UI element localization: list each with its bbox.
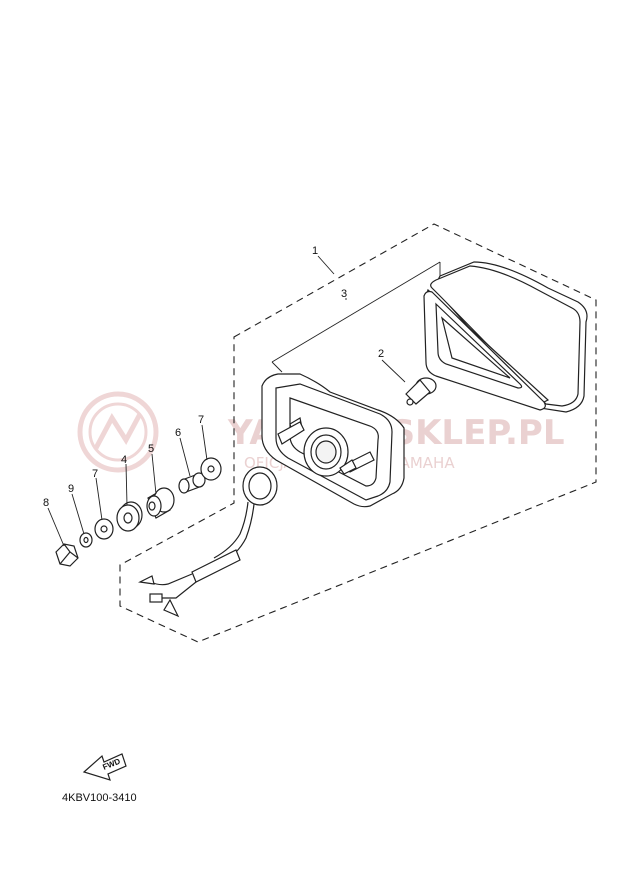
callout-3: 3 — [341, 288, 347, 300]
callout-4: 4 — [121, 454, 127, 466]
callout-9: 9 — [68, 483, 74, 495]
damper — [146, 487, 175, 519]
fwd-arrow-icon: FWD — [82, 753, 127, 781]
washer-lower — [94, 518, 114, 540]
tail-lens — [423, 261, 588, 413]
callout-8: 8 — [43, 497, 49, 509]
grommet — [178, 472, 206, 494]
callout-7-upper: 7 — [198, 414, 204, 426]
bulb — [405, 377, 437, 406]
callout-2: 2 — [378, 348, 384, 360]
callout-7-lower: 7 — [92, 468, 98, 480]
part-code: 4KBV100-3410 — [62, 792, 137, 804]
leader-lines — [47, 255, 441, 547]
callout-1: 1 — [312, 245, 318, 257]
lock-washer — [79, 532, 93, 548]
socket-harness — [138, 466, 278, 618]
tail-housing — [261, 373, 405, 508]
assembly-boundary — [119, 223, 597, 643]
cap-nut — [55, 543, 79, 567]
collar — [116, 501, 143, 532]
callout-6: 6 — [175, 427, 181, 439]
watermark-logo — [77, 391, 159, 473]
callout-5: 5 — [148, 443, 154, 455]
washer-upper — [200, 457, 222, 481]
